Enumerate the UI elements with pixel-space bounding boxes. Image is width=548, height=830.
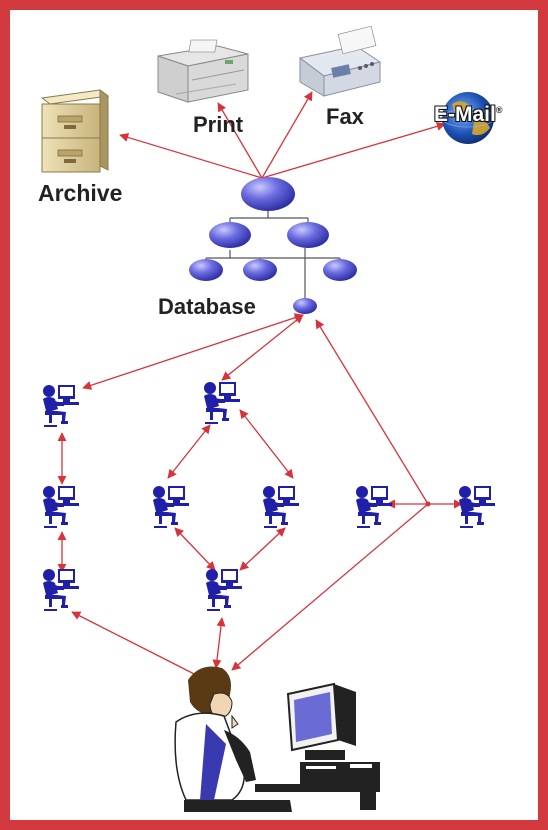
workstation-icon xyxy=(263,486,299,528)
arrow-ws5-wsb xyxy=(239,527,286,571)
arrow-to-email xyxy=(261,121,446,179)
label-fax: Fax xyxy=(326,104,364,129)
workstation-icon xyxy=(153,486,189,528)
label-database: Database xyxy=(158,294,256,319)
arrow-to-archive xyxy=(119,133,263,179)
database-node xyxy=(323,259,357,281)
workstations xyxy=(43,382,495,611)
workstation-icon xyxy=(43,569,79,611)
database-node xyxy=(189,259,223,281)
workstation-icon xyxy=(206,569,242,611)
fax-machine-icon xyxy=(298,25,382,97)
globe-icon xyxy=(441,92,495,144)
workstation-icon xyxy=(43,385,79,427)
database-node xyxy=(287,222,329,248)
filing-cabinet-icon xyxy=(40,89,110,173)
label-print: Print xyxy=(193,112,244,137)
arrow-db-to-workstation-2 xyxy=(221,314,304,381)
workstation-icon xyxy=(356,486,392,528)
network-junction xyxy=(425,501,431,507)
operator-at-computer-icon xyxy=(174,666,380,812)
database-node xyxy=(243,259,277,281)
output-arrows xyxy=(119,91,446,179)
arrow-ws6-operator xyxy=(71,611,211,683)
label-archive: Archive xyxy=(38,180,123,206)
arrow-junction-to-operator xyxy=(231,503,429,671)
workstation-icon xyxy=(43,486,79,528)
label-email-mark: ® xyxy=(495,105,503,115)
database-node xyxy=(209,222,251,248)
database-root-node xyxy=(241,177,295,211)
label-email-text: E-Mail xyxy=(434,103,496,126)
arrow-ws2-ws4 xyxy=(167,424,211,479)
arrow-ws2-ws5 xyxy=(239,409,294,479)
arrow-to-fax xyxy=(261,91,313,179)
arrow-db-to-junction xyxy=(315,319,429,505)
arrow-db-to-workstation-1 xyxy=(82,313,304,390)
network-arrows xyxy=(57,313,463,683)
label-email: E-Mail® xyxy=(434,103,502,127)
workstation-icon xyxy=(204,382,240,424)
database-nodes xyxy=(189,177,357,314)
laser-printer-icon xyxy=(157,39,249,103)
workstation-icon xyxy=(459,486,495,528)
arrow-to-print xyxy=(217,102,263,179)
database-leaf-node xyxy=(293,298,317,314)
arrow-wsb-operator xyxy=(212,617,226,669)
arrow-ws4-wsb xyxy=(174,527,216,571)
